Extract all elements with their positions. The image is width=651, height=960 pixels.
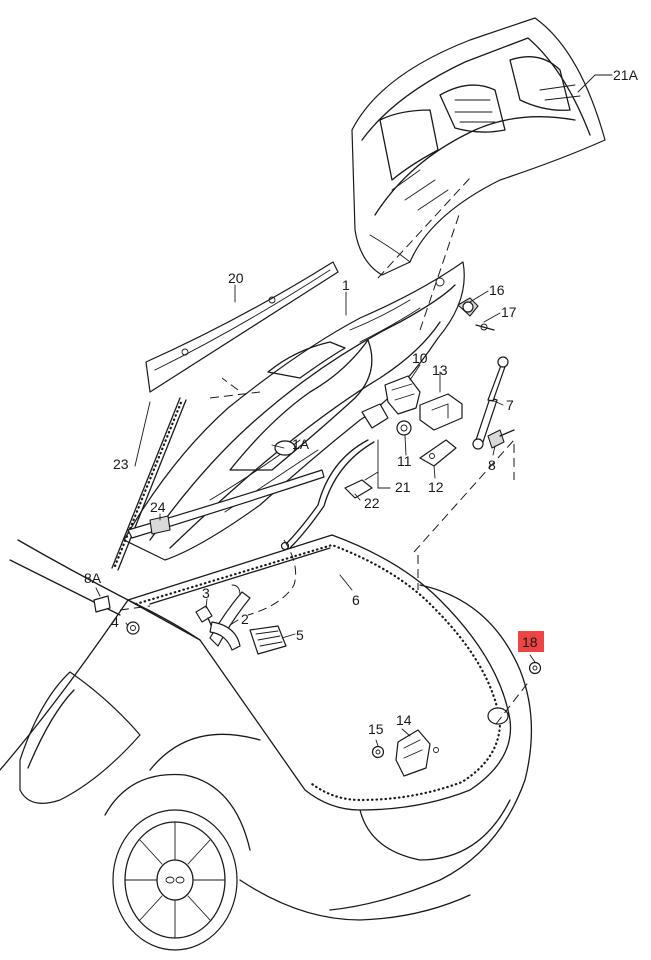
- label-15: 15: [368, 721, 384, 737]
- label-10: 10: [412, 350, 428, 366]
- part-4-nut: [126, 621, 140, 635]
- label-11: 11: [397, 453, 412, 469]
- part-20-trim-strip: [145, 261, 339, 393]
- label-8a: 8A: [84, 570, 102, 586]
- part-2-hinge: [209, 584, 251, 651]
- label-23: 23: [113, 456, 129, 472]
- label-6: 6: [352, 592, 360, 608]
- part-10-lock: [361, 375, 421, 429]
- part-18-nut: [528, 661, 542, 675]
- label-5: 5: [296, 627, 304, 643]
- part-14-striker: [395, 729, 439, 777]
- part-12-latch-plate: [419, 439, 457, 467]
- label-14: 14: [396, 712, 412, 728]
- part-13-bracket: [419, 393, 463, 431]
- label-21a: 21A: [613, 67, 639, 83]
- label-21: 21: [395, 479, 411, 495]
- label-16: 16: [489, 282, 505, 298]
- label-7: 7: [506, 397, 514, 413]
- leader-lines: [95, 74, 613, 747]
- label-8: 8: [488, 457, 496, 473]
- part-23-seal-strip: [111, 397, 187, 571]
- part-labels: 21A 20 1 16 17 10 13 7 1A 11 8 12 21 22 …: [84, 67, 639, 737]
- part-6-boot-seal: [149, 547, 331, 605]
- part-1a-grommet: [274, 440, 296, 456]
- label-24: 24: [150, 499, 166, 515]
- label-13: 13: [432, 362, 448, 378]
- label-2: 2: [241, 611, 249, 627]
- part-7-gas-strut: [472, 356, 509, 450]
- label-18-highlight: [518, 631, 544, 652]
- label-4: 4: [111, 614, 119, 630]
- label-17: 17: [501, 304, 517, 320]
- label-20: 20: [228, 270, 244, 286]
- part-11-nut: [396, 420, 412, 436]
- part-17-screw: [475, 323, 495, 331]
- part-8a-buffer: [93, 595, 111, 613]
- label-3: 3: [202, 585, 210, 601]
- part-24-lower-strip: [127, 469, 325, 539]
- part-8-ball-pin: [487, 429, 515, 449]
- assembly-dash-lines: [119, 177, 531, 725]
- part-5-plate: [249, 625, 287, 655]
- label-12: 12: [428, 479, 444, 495]
- label-18: 18: [522, 634, 538, 650]
- label-1: 1: [342, 277, 350, 293]
- label-1a: 1A: [292, 436, 310, 452]
- part-15-nut: [371, 745, 385, 759]
- car-body: [0, 534, 533, 951]
- label-22: 22: [364, 495, 380, 511]
- part-22-clip: [344, 479, 373, 499]
- part-21a-tailgate-trim-panel: [351, 17, 606, 276]
- part-16-ball-stud: [457, 297, 479, 317]
